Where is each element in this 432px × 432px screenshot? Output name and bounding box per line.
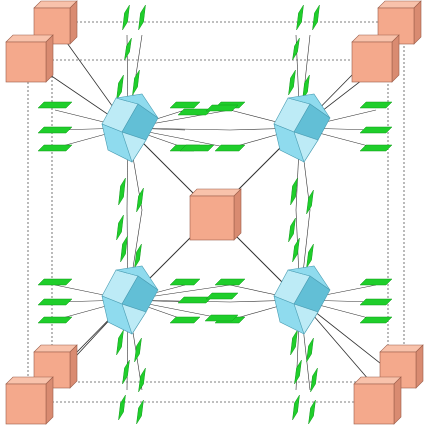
cube-face-side xyxy=(413,0,422,45)
linker-plate-horizontal xyxy=(359,278,393,286)
cube-face-side xyxy=(69,0,78,45)
corner-node-front-bottom-right xyxy=(353,376,402,425)
cube-face-front xyxy=(353,383,395,425)
cube-face-side xyxy=(391,34,400,83)
linker-plate-vertical xyxy=(122,4,130,31)
linker-plate-vertical xyxy=(120,235,128,263)
linker-plate-vertical xyxy=(116,214,124,241)
linker-plate-vertical xyxy=(122,359,130,385)
linker-plate-vertical xyxy=(292,394,300,421)
linker-plate-horizontal xyxy=(37,298,73,306)
linker-plate-vertical xyxy=(136,187,144,213)
cube-face-side xyxy=(45,376,54,425)
cube-face-side xyxy=(415,344,424,389)
linker-plate-vertical xyxy=(306,337,314,363)
octahedral-cluster xyxy=(101,93,159,163)
linker-plate-vertical xyxy=(132,69,140,96)
linker-plate-horizontal xyxy=(205,292,239,300)
cube-face-top xyxy=(379,344,424,353)
linker-plate-horizontal xyxy=(169,101,201,109)
corner-node-front-top-right xyxy=(351,34,400,83)
linker-plate-vertical xyxy=(306,189,314,215)
cube-face-top xyxy=(189,188,242,197)
linker-plate-horizontal xyxy=(359,298,393,306)
linker-plate-vertical xyxy=(312,4,320,31)
cube-face-front xyxy=(5,383,47,425)
linker-plates xyxy=(37,4,393,425)
linker-plate-horizontal xyxy=(359,101,393,109)
linker-plate-horizontal xyxy=(169,278,201,286)
linker-plate-vertical xyxy=(138,4,146,31)
octahedral-cluster xyxy=(273,93,331,163)
linker-plate-vertical xyxy=(118,394,126,421)
cube-face-top xyxy=(377,0,422,9)
cube-face-top xyxy=(353,376,402,385)
linker-plate-vertical xyxy=(302,74,310,101)
octahedral-cluster xyxy=(273,265,331,335)
cluster-face-highlight xyxy=(121,131,147,163)
linker-plate-horizontal xyxy=(359,316,393,324)
linker-plate-horizontal xyxy=(37,278,73,286)
metal-nodes xyxy=(5,0,424,425)
cube-face-front xyxy=(5,41,47,83)
linker-plate-horizontal xyxy=(37,316,73,324)
cube-face-top xyxy=(33,0,78,9)
linker-plate-horizontal xyxy=(204,314,239,322)
center-node xyxy=(189,188,242,241)
cube-face-front xyxy=(189,195,235,241)
octahedral-cluster xyxy=(101,265,159,335)
linker-plate-vertical xyxy=(288,217,296,243)
linker-plate-horizontal xyxy=(359,126,393,134)
cube-face-top xyxy=(5,376,54,385)
cube-face-top xyxy=(5,34,54,43)
linker-plate-vertical xyxy=(134,243,142,269)
linker-plate-vertical xyxy=(290,177,298,206)
linker-plate-horizontal xyxy=(179,144,215,152)
linker-plate-horizontal xyxy=(37,101,73,109)
linker-plate-vertical xyxy=(306,243,314,269)
linker-plate-vertical xyxy=(124,37,132,61)
corner-node-front-top-left xyxy=(5,34,54,83)
cube-face-side xyxy=(45,34,54,83)
cube-face-top xyxy=(351,34,400,43)
corner-node-front-bottom-left xyxy=(5,376,54,425)
cube-face-side xyxy=(69,344,78,389)
linker-plate-vertical xyxy=(138,367,146,393)
linker-plate-vertical xyxy=(118,177,126,206)
linker-plate-horizontal xyxy=(214,278,246,286)
unit-cell-back-face xyxy=(51,21,405,383)
linker-plate-vertical xyxy=(308,399,316,425)
linker-plate-horizontal xyxy=(214,144,246,152)
linker-plate-vertical xyxy=(116,74,124,101)
cube-face-front xyxy=(351,41,393,83)
unit-cell-front-face xyxy=(27,59,389,403)
linker-plate-vertical xyxy=(134,337,142,363)
linker-plate-horizontal xyxy=(205,104,239,112)
linker-plate-vertical xyxy=(294,359,302,385)
linker-plate-horizontal xyxy=(37,126,73,134)
linker-plate-vertical xyxy=(296,4,304,31)
linker-plate-horizontal xyxy=(359,144,393,152)
linker-plate-vertical xyxy=(310,367,318,393)
cluster-face-highlight xyxy=(121,303,147,335)
cube-face-top xyxy=(33,344,78,353)
cube-face-side xyxy=(233,188,242,241)
cluster-face-highlight xyxy=(293,303,319,335)
linker-plate-horizontal xyxy=(37,144,73,152)
linker-plate-vertical xyxy=(292,237,300,263)
linker-plate-vertical xyxy=(136,399,144,425)
cluster-face-highlight xyxy=(293,131,319,163)
linker-plate-vertical xyxy=(292,37,300,61)
cube-face-side xyxy=(393,376,402,425)
linker-plate-vertical xyxy=(288,69,296,96)
linker-plate-horizontal xyxy=(169,316,201,324)
